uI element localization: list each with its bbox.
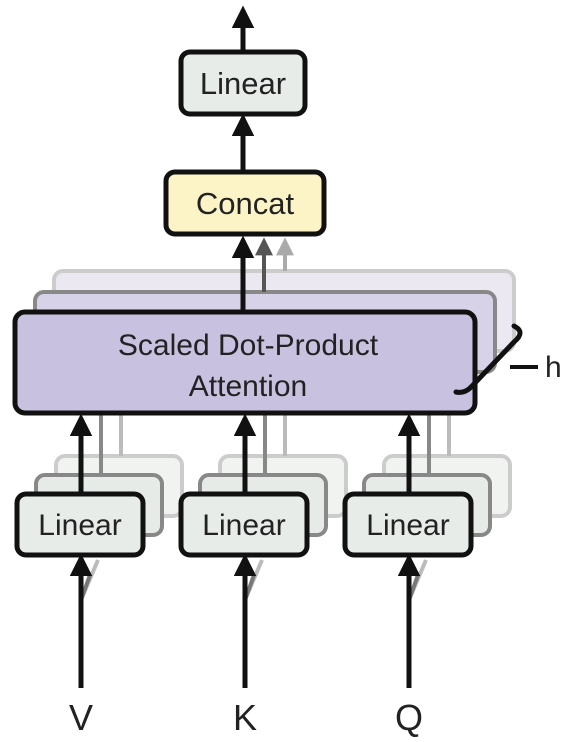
input-linear-label-v: Linear [38, 509, 121, 542]
head-arrows-attention-to-concat [255, 237, 294, 292]
input-linear-label-q: Linear [366, 509, 449, 542]
input-linear-box-k: Linear [178, 491, 310, 558]
output-linear-label: Linear [200, 66, 286, 101]
output-linear-box: Linear [178, 49, 308, 117]
main-arrows [69, 5, 421, 688]
input-linear-box-v: Linear [14, 491, 146, 558]
concat-label: Concat [196, 186, 295, 221]
input-label-k: K [233, 697, 257, 738]
heads-indicator: h [453, 323, 562, 395]
input-branch-arrows [79, 559, 428, 601]
input-linear-box-q: Linear [342, 491, 474, 558]
input-label-v: V [69, 697, 93, 738]
attention-label-line2: Attention [189, 370, 307, 403]
attention-box: Scaled Dot-Product Attention [12, 309, 478, 416]
heads-label: h [545, 351, 562, 384]
concat-box: Concat [163, 169, 327, 237]
input-label-q: Q [395, 697, 423, 738]
input-linear-label-k: Linear [202, 509, 285, 542]
attention-label-line1: Scaled Dot-Product [118, 329, 379, 362]
head-arrows-linear-to-attention [99, 415, 451, 475]
